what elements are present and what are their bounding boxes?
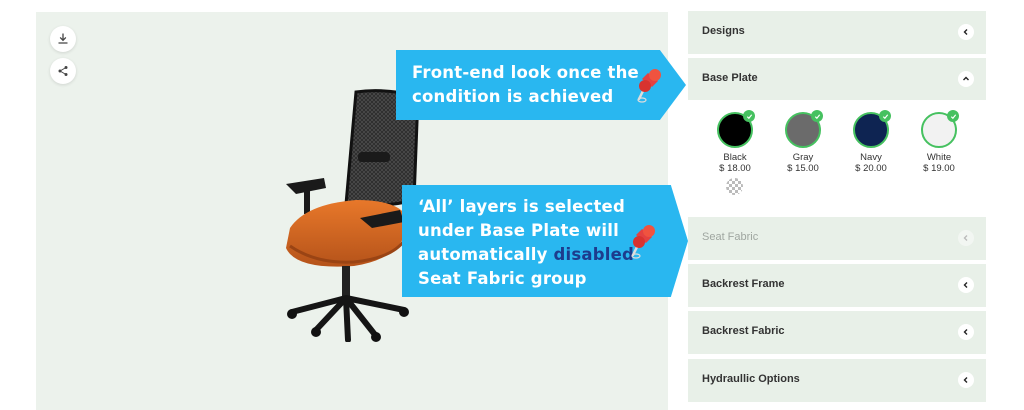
group-title: Backrest Fabric: [702, 325, 785, 337]
pushpin-icon: [631, 225, 655, 259]
swatch-navy[interactable]: Navy $ 20.00: [836, 110, 906, 174]
swatch-name: Black: [723, 152, 747, 163]
chevron-up-icon[interactable]: [958, 71, 974, 87]
chevron-left-icon[interactable]: [958, 24, 974, 40]
swatch-circle[interactable]: [785, 110, 823, 148]
swatch-name: Gray: [792, 152, 814, 163]
callout-line: Front-end look once the: [412, 63, 639, 82]
callout-line: ‘All’ layers is selected: [418, 195, 634, 219]
group-title: Designs: [702, 25, 745, 37]
swatch-price: $ 18.00: [719, 163, 751, 174]
swatch-white[interactable]: White $ 19.00: [904, 110, 974, 174]
group-title: Seat Fabric: [702, 231, 759, 243]
swatch-circle[interactable]: [921, 110, 959, 148]
callout-line: Seat Fabric group: [418, 269, 587, 288]
group-base-plate[interactable]: Base Plate: [688, 58, 986, 101]
swatch-name: White: [926, 152, 952, 163]
check-icon: [811, 110, 823, 122]
callout-disabled-rule: ‘All’ layers is selected under Base Plat…: [402, 185, 688, 297]
callout-text: automatically: [418, 245, 554, 264]
chevron-left-icon[interactable]: [958, 372, 974, 388]
check-icon: [879, 110, 891, 122]
chevron-left-icon[interactable]: [958, 324, 974, 340]
group-designs[interactable]: Designs: [688, 11, 986, 54]
check-icon: [947, 110, 959, 122]
group-backrest-fabric[interactable]: Backrest Fabric: [688, 311, 986, 354]
swatch-price: $ 19.00: [923, 163, 955, 174]
callout-line: under Base Plate will: [418, 221, 619, 240]
share-icon: [58, 66, 68, 76]
download-icon: [58, 33, 68, 44]
chevron-left-icon[interactable]: [958, 277, 974, 293]
swatch-name: Navy: [860, 152, 882, 163]
group-hydraulic-options[interactable]: Hydraullic Options: [688, 359, 986, 402]
pushpin-icon: [637, 69, 661, 103]
base-plate-options: Black $ 18.00 Gray $ 15.00 Navy $ 20.00 …: [688, 100, 986, 210]
swatch-circle[interactable]: [717, 110, 755, 148]
callout-text: layers is selected: [453, 197, 625, 216]
callout-quote: ‘All’: [418, 197, 454, 216]
no-pattern-icon[interactable]: [726, 178, 743, 195]
swatch-circle[interactable]: [853, 110, 891, 148]
swatch-price: $ 20.00: [855, 163, 887, 174]
callout-frontend-look: Front-end look once the condition is ach…: [396, 50, 686, 120]
group-title: Base Plate: [702, 72, 758, 84]
callout-line: condition is achieved: [412, 87, 614, 106]
share-button[interactable]: [50, 58, 76, 84]
swatch-price: $ 15.00: [787, 163, 819, 174]
download-button[interactable]: [50, 26, 76, 52]
chevron-left-icon: [958, 230, 974, 246]
swatch-black[interactable]: Black $ 18.00: [700, 110, 770, 174]
callout-emphasis: disabled: [553, 245, 635, 264]
callout-line: automatically disabled: [418, 243, 634, 267]
group-title: Hydraullic Options: [702, 373, 800, 385]
check-icon: [743, 110, 755, 122]
swatch-gray[interactable]: Gray $ 15.00: [768, 110, 838, 174]
group-seat-fabric: Seat Fabric: [688, 217, 986, 260]
group-backrest-frame[interactable]: Backrest Frame: [688, 264, 986, 307]
group-title: Backrest Frame: [702, 278, 785, 290]
